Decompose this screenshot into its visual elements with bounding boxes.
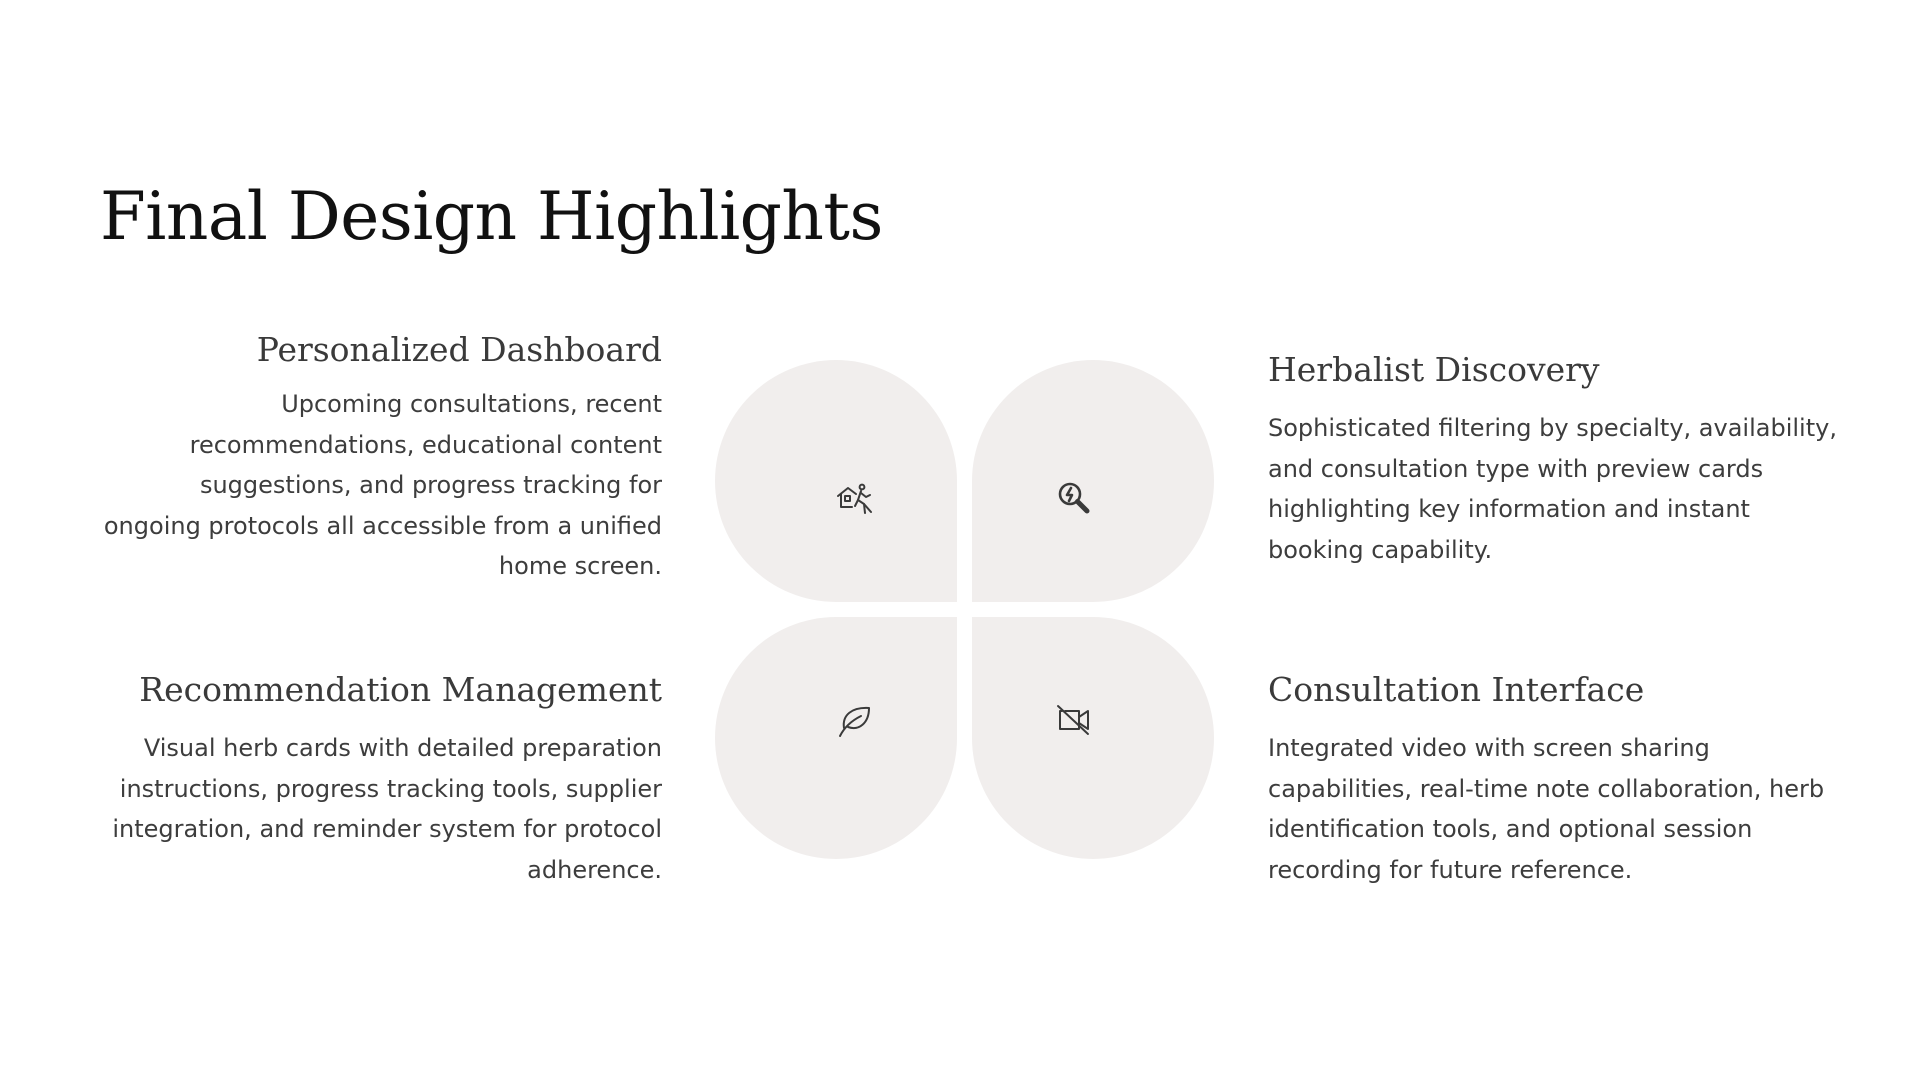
feature-recommendation-management: Recommendation Management Visual herb ca… xyxy=(100,668,662,890)
home-person-icon xyxy=(835,479,875,519)
petal-bottom-right xyxy=(972,617,1214,859)
petal-top-left xyxy=(715,360,957,602)
feature-description: Sophisticated filtering by specialty, av… xyxy=(1268,414,1837,564)
feature-herbalist-discovery: Herbalist Discovery Sophisticated filter… xyxy=(1268,348,1848,570)
video-off-icon xyxy=(1054,700,1094,740)
feature-personalized-dashboard: Personalized Dashboard Upcoming consulta… xyxy=(100,328,662,587)
page-title: Final Design Highlights xyxy=(100,178,883,255)
feature-description: Visual herb cards with detailed preparat… xyxy=(112,734,662,884)
feature-title: Recommendation Management xyxy=(139,670,662,709)
feature-title: Personalized Dashboard xyxy=(256,330,662,369)
feature-title: Herbalist Discovery xyxy=(1268,350,1600,389)
feature-title: Consultation Interface xyxy=(1268,670,1645,709)
feature-description: Upcoming consultations, recent recommend… xyxy=(103,390,662,580)
petal-top-right xyxy=(972,360,1214,602)
search-lightning-icon xyxy=(1054,479,1094,519)
petal-bottom-left xyxy=(715,617,957,859)
feature-consultation-interface: Consultation Interface Integrated video … xyxy=(1268,668,1828,890)
leaf-icon xyxy=(835,700,875,740)
feature-description: Integrated video with screen sharing cap… xyxy=(1268,734,1825,884)
